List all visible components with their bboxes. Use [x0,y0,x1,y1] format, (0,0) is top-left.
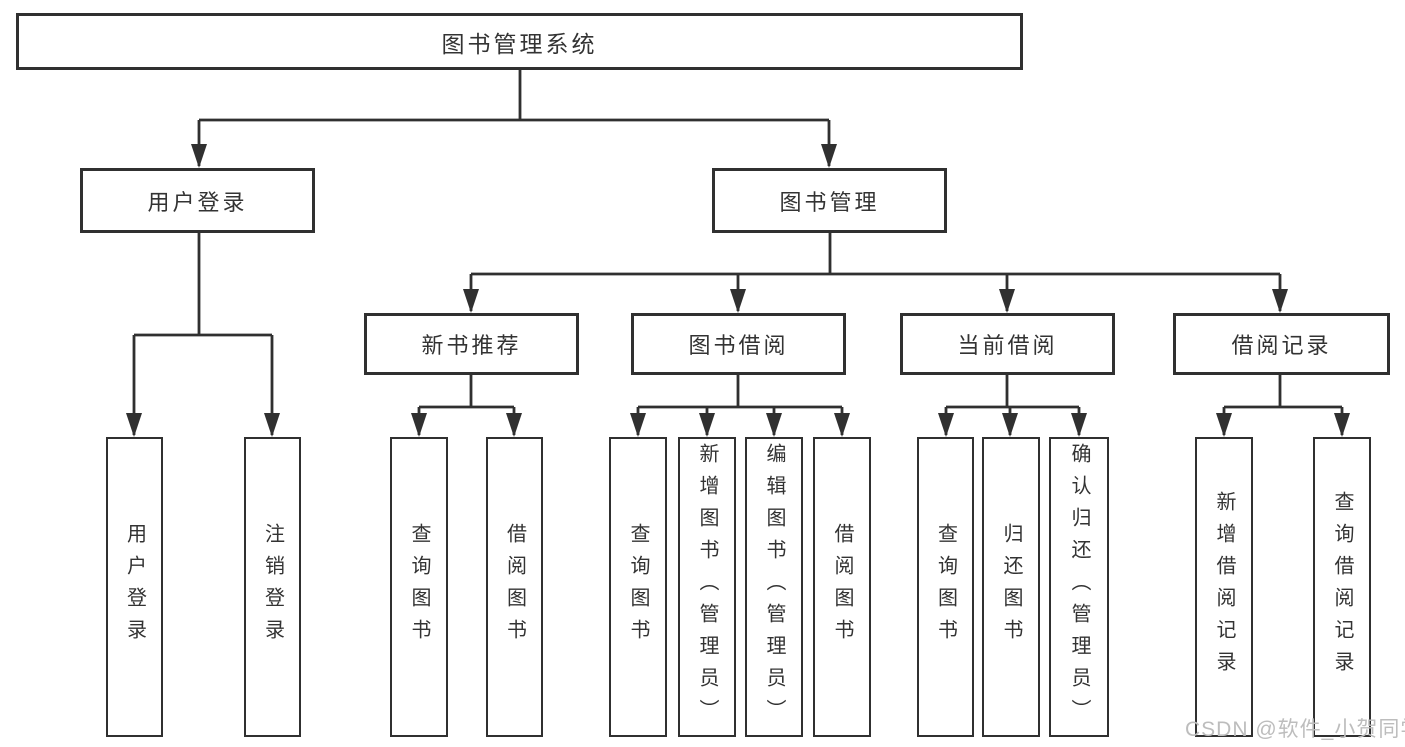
arrowhead [699,413,715,437]
connector-root-branch [197,70,831,166]
arrowhead [506,413,522,437]
leaf-query-book-current-label: 查询图书 [934,523,957,651]
watermark: CSDN @软件_小贺同学 [1185,718,1405,741]
arrowhead [463,289,479,313]
leaf-user-login: 用户登录 [106,437,163,737]
leaf-query-borrow-record: 查询借阅记录 [1313,437,1371,737]
node-current-borrow: 当前借阅 [900,313,1115,375]
node-user-login: 用户登录 [80,168,315,233]
arrowhead [1002,413,1018,437]
leaf-query-book-recommend: 查询图书 [390,437,448,737]
leaf-borrow-book-label: 借阅图书 [831,523,853,651]
leaf-add-borrow-record-label: 新增借阅记录 [1213,491,1235,683]
arrowhead [938,413,954,437]
leaf-return-book: 归还图书 [982,437,1040,737]
leaf-borrow-book-recommend: 借阅图书 [486,437,543,737]
arrowheads [126,144,1350,437]
leaf-query-book-borrow-label: 查询图书 [627,523,649,651]
arrowhead [1272,289,1288,313]
node-user-login-label: 用户登录 [147,189,248,215]
leaf-logout-label: 注销登录 [261,523,284,651]
arrowhead [191,144,207,168]
node-current-borrow-label: 当前借阅 [957,333,1058,358]
node-borrow-records-label: 借阅记录 [1231,333,1332,358]
arrowhead [766,413,782,437]
leaf-edit-book-admin: 编辑图书（管理员） [745,437,803,737]
arrowhead [411,413,427,437]
connector-records-children [1222,375,1344,435]
leaf-query-book-borrow: 查询图书 [609,437,667,737]
node-book-borrow-label: 图书借阅 [688,333,789,358]
arrowhead [730,289,746,313]
connector-bookmgmt-children [469,233,1282,311]
arrowhead [1334,413,1350,437]
leaf-confirm-return-admin: 确认归还（管理员） [1049,437,1109,737]
leaf-add-borrow-record: 新增借阅记录 [1195,437,1253,737]
arrowhead [1216,413,1232,437]
leaf-confirm-return-admin-label: 确认归还（管理员） [1068,443,1090,731]
node-borrow-records: 借阅记录 [1173,313,1390,375]
arrowhead [630,413,646,437]
leaf-query-book-current: 查询图书 [917,437,974,737]
leaf-edit-book-admin-label: 编辑图书（管理员） [763,443,785,731]
leaf-query-book-recommend-label: 查询图书 [408,523,430,651]
arrowhead [1071,413,1087,437]
leaf-add-book-admin: 新增图书（管理员） [678,437,736,737]
leaf-user-login-label: 用户登录 [123,523,146,651]
leaf-borrow-book-recommend-label: 借阅图书 [503,523,526,651]
arrowhead [821,144,837,168]
arrowhead [126,413,142,437]
node-new-book-recommend: 新书推荐 [364,313,579,375]
leaf-return-book-label: 归还图书 [1000,523,1022,651]
leaf-logout: 注销登录 [244,437,301,737]
node-book-management-label: 图书管理 [779,189,880,215]
arrowhead [999,289,1015,313]
connector-login-children [132,233,274,435]
connector-borrowmod-children [636,375,844,435]
node-book-management: 图书管理 [712,168,947,233]
node-new-book-recommend-label: 新书推荐 [421,333,522,358]
arrowhead [834,413,850,437]
arrowhead [264,413,280,437]
node-root-label: 图书管理系统 [441,30,598,57]
leaf-borrow-book: 借阅图书 [813,437,871,737]
node-book-borrow: 图书借阅 [631,313,846,375]
leaf-query-borrow-record-label: 查询借阅记录 [1331,491,1353,683]
connector-newbook-children [417,375,516,435]
node-root-system: 图书管理系统 [16,13,1023,70]
leaf-add-book-admin-label: 新增图书（管理员） [696,443,718,731]
